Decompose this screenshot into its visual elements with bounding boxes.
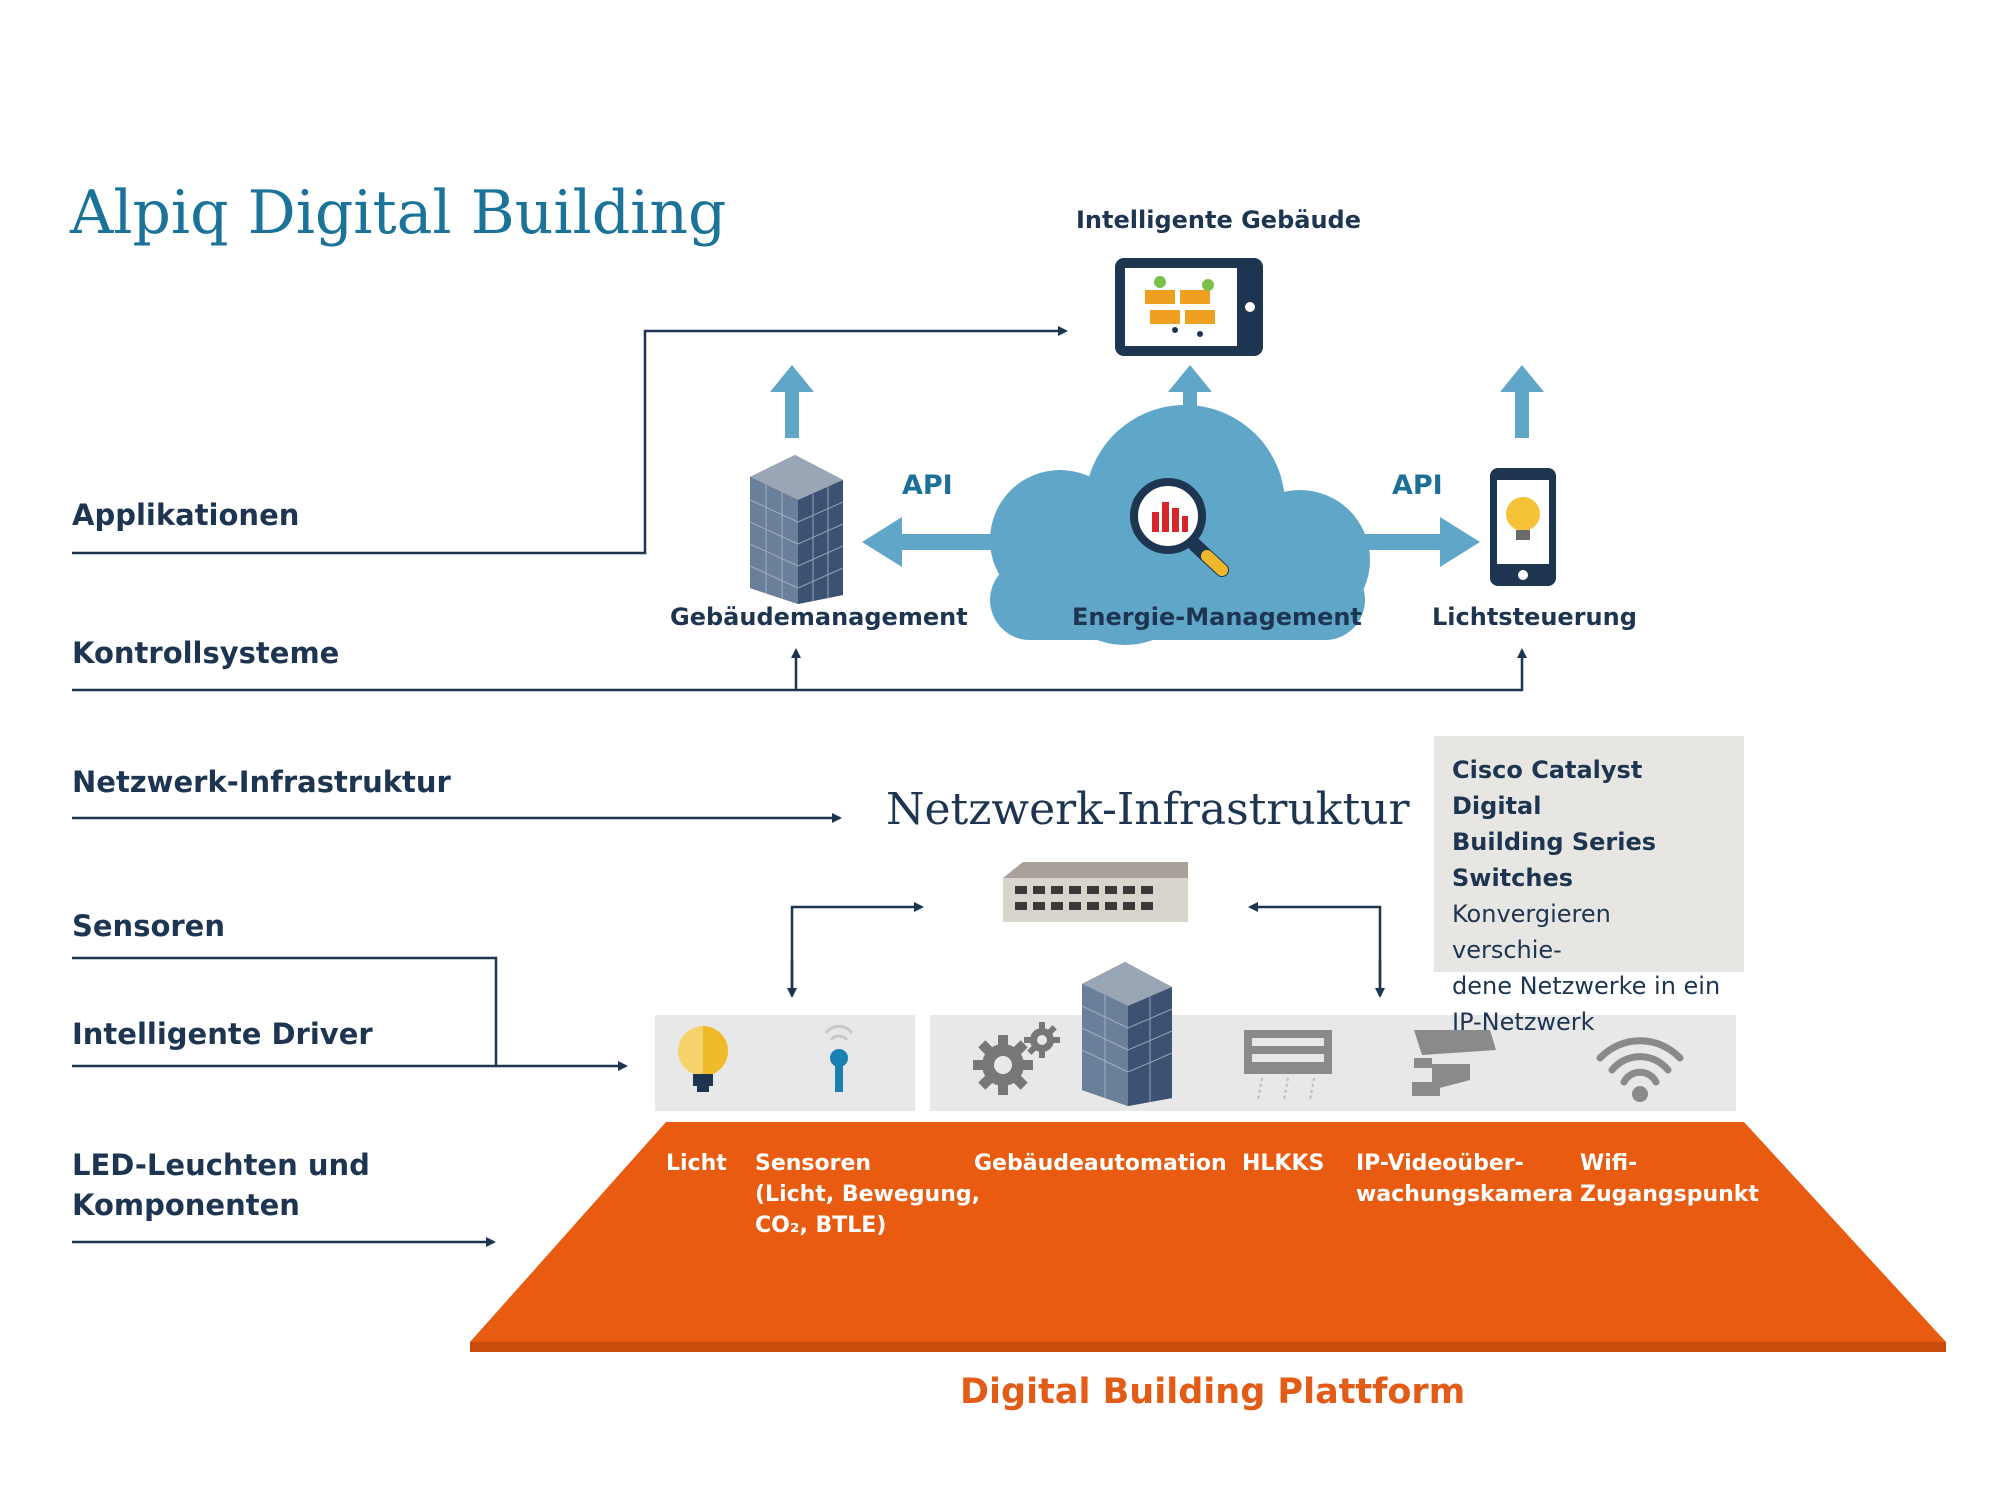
label-gebaeudemanagement: Gebäudemanagement bbox=[670, 603, 968, 631]
cisco-text-line3: IP-Netzwerk bbox=[1452, 1008, 1595, 1036]
cisco-heading-line1: Cisco Catalyst Digital bbox=[1452, 756, 1643, 820]
platform-title: Digital Building Plattform bbox=[960, 1372, 1466, 1412]
platform-label-hlkks: HLKKS bbox=[1242, 1151, 1325, 1176]
gears-icon bbox=[973, 1022, 1060, 1095]
cisco-heading-line3: Switches bbox=[1452, 864, 1574, 892]
platform-trapezoid bbox=[470, 1122, 1946, 1352]
applikationen-arrow bbox=[72, 326, 1068, 555]
smartphone-icon bbox=[1490, 468, 1556, 586]
sensoren-line bbox=[72, 956, 498, 1066]
lightbulb-icon bbox=[678, 1026, 728, 1092]
layer-label-led-line1: LED-Leuchten und bbox=[72, 1148, 370, 1182]
layer-label-netzwerk: Netzwerk-Infrastruktur bbox=[72, 765, 451, 799]
platform-video-line1: IP-Videoüber- bbox=[1356, 1151, 1524, 1176]
wifi-icon bbox=[1596, 1037, 1684, 1102]
label-lichtsteuerung: Lichtsteuerung bbox=[1432, 603, 1637, 631]
cisco-text-line2: dene Netzwerke in ein bbox=[1452, 972, 1721, 1000]
switch-left-double-arrow bbox=[790, 902, 924, 996]
layer-label-sensoren: Sensoren bbox=[72, 909, 226, 943]
platform-sensoren-line3: CO₂, BTLE) bbox=[755, 1213, 887, 1238]
connector-lines bbox=[72, 326, 1527, 1247]
layer-label-led-line2: Komponenten bbox=[72, 1188, 300, 1222]
building-icon-2 bbox=[1081, 962, 1173, 1106]
label-intelligente-gebaeude: Intelligente Gebäude bbox=[1076, 206, 1361, 234]
switch-right-double-arrow bbox=[1248, 902, 1382, 996]
platform-label-gebaeudeautomation: Gebäudeautomation bbox=[974, 1151, 1227, 1176]
platform-sensoren-line2: (Licht, Bewegung, bbox=[755, 1182, 980, 1207]
platform-label-video: IP-Videoüber- wachungskamera bbox=[1356, 1148, 1573, 1210]
device-panel-right bbox=[930, 1015, 1736, 1111]
camera-icon bbox=[1412, 1030, 1496, 1096]
api-label-left: API bbox=[902, 470, 953, 501]
cisco-info-box: Cisco Catalyst Digital Building Series S… bbox=[1434, 736, 1744, 1036]
sensor-icon bbox=[824, 1024, 854, 1092]
kontrollsysteme-line bbox=[72, 648, 1527, 692]
cisco-text-line1: Konvergieren verschie- bbox=[1452, 900, 1611, 964]
hvac-icon bbox=[1244, 1030, 1332, 1101]
api-label-right: API bbox=[1392, 470, 1443, 501]
platform-wifi-line1: Wifi- bbox=[1580, 1151, 1638, 1176]
network-title: Netzwerk-Infrastruktur bbox=[886, 784, 1410, 835]
layer-label-kontrollsysteme: Kontrollsysteme bbox=[72, 636, 340, 670]
platform-label-licht: Licht bbox=[666, 1151, 727, 1176]
platform-label-sensoren: Sensoren (Licht, Bewegung, CO₂, BTLE) bbox=[755, 1148, 980, 1241]
up-arrows bbox=[770, 365, 1544, 438]
label-energie-management: Energie-Management bbox=[1072, 603, 1362, 631]
api-arrows bbox=[862, 517, 1480, 567]
layer-label-driver: Intelligente Driver bbox=[72, 1017, 373, 1051]
network-switch-icon bbox=[1003, 862, 1188, 922]
platform-wifi-line2: Zugangspunkt bbox=[1580, 1182, 1759, 1207]
platform-sensoren-line1: Sensoren bbox=[755, 1151, 872, 1176]
magnifier-chart-icon bbox=[1130, 478, 1229, 577]
platform-label-wifi: Wifi- Zugangspunkt bbox=[1580, 1148, 1759, 1210]
tablet-icon bbox=[1115, 258, 1263, 356]
cisco-heading-line2: Building Series bbox=[1452, 828, 1657, 856]
platform-video-line2: wachungskamera bbox=[1356, 1182, 1574, 1207]
building-icon bbox=[749, 455, 844, 604]
layer-label-applikationen: Applikationen bbox=[72, 498, 300, 532]
page-title: Alpiq Digital Building bbox=[70, 178, 727, 248]
